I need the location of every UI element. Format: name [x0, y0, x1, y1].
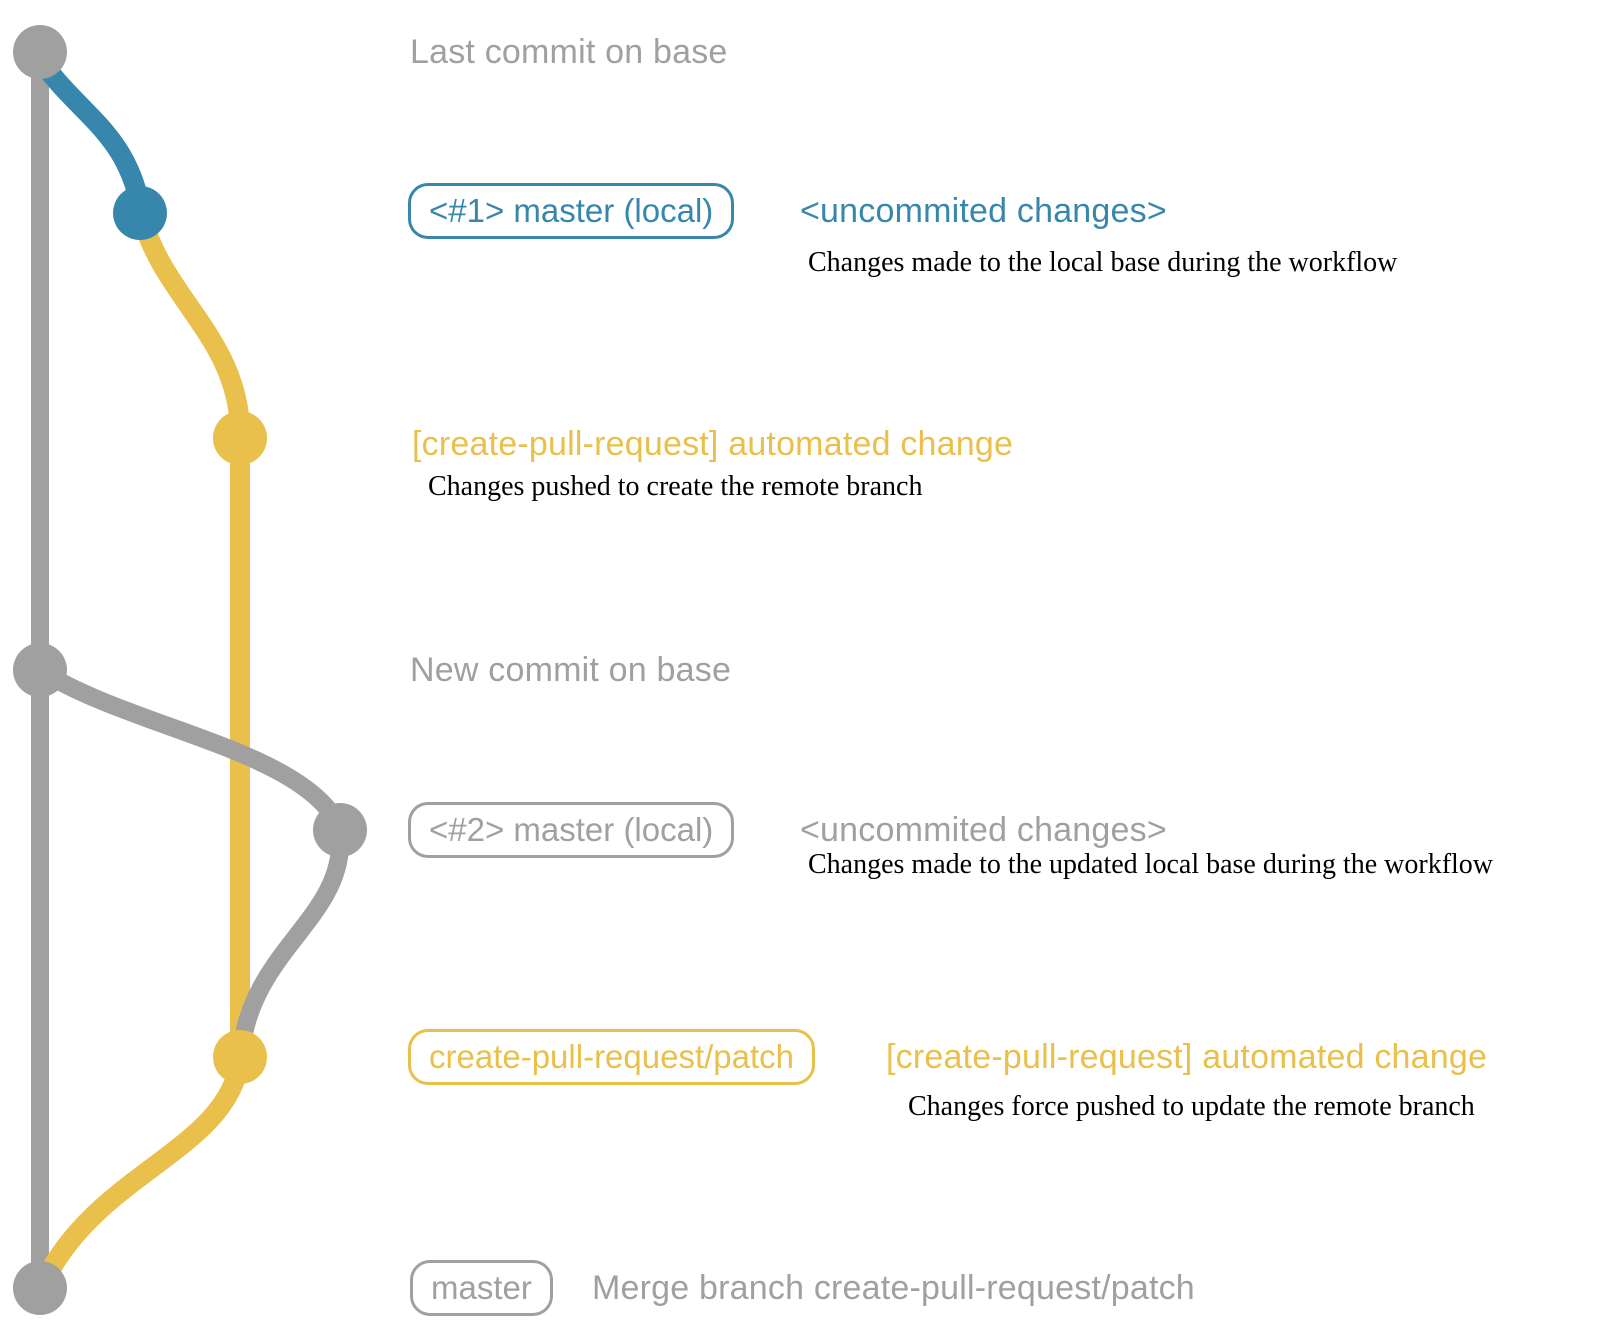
- message-automated-change-1: [create-pull-request] automated change: [412, 425, 1014, 463]
- note-new-commit-on-base: New commit on base: [410, 651, 732, 689]
- commit-dot-new-base: [13, 643, 67, 697]
- commit-dot-remote-2: [213, 1030, 267, 1084]
- commit-dot-local-2: [313, 803, 367, 857]
- commit-dot-last-base: [13, 25, 67, 79]
- tag-uncommitted-changes-2: <uncommited changes>: [800, 811, 1167, 849]
- remote-branch-create-curve: [132, 208, 250, 444]
- message-automated-change-2: [create-pull-request] automated change: [886, 1038, 1488, 1076]
- commit-dot-merge: [13, 1261, 67, 1315]
- local-branch-2-curve: [31, 661, 349, 837]
- badge-master-local-1: <#1> master (local): [408, 183, 735, 239]
- merge-curve: [34, 1050, 250, 1292]
- description-force-push-remote: Changes force pushed to update the remot…: [908, 1091, 1475, 1122]
- force-push-curve: [232, 825, 350, 1061]
- note-last-commit-on-base: Last commit on base: [410, 33, 728, 71]
- tag-uncommitted-changes-1: <uncommited changes>: [800, 192, 1167, 230]
- badge-create-pull-request-patch: create-pull-request/patch: [408, 1029, 816, 1085]
- badge-master-local-2: <#2> master (local): [408, 802, 735, 858]
- commit-dot-remote-1: [213, 411, 267, 465]
- description-push-create-remote: Changes pushed to create the remote bran…: [428, 471, 923, 502]
- message-merge-branch: Merge branch create-pull-request/patch: [592, 1269, 1195, 1307]
- description-local-changes-1: Changes made to the local base during th…: [808, 247, 1398, 278]
- description-local-changes-2: Changes made to the updated local base d…: [808, 849, 1494, 880]
- commit-dot-local-1: [113, 186, 167, 240]
- local-branch-1-curve: [32, 52, 150, 215]
- badge-master: master: [410, 1260, 553, 1316]
